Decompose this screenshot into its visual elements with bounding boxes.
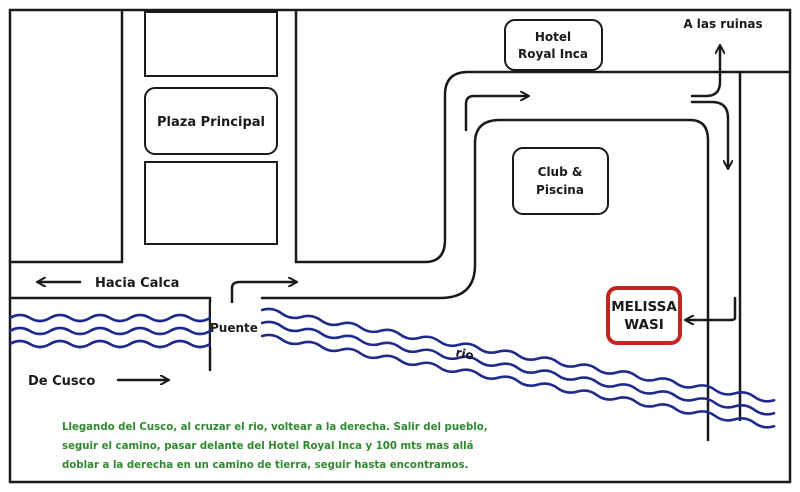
arrow-hotel-right (464, 96, 528, 132)
hotel-label-1: Hotel (535, 30, 571, 44)
hotel-box (504, 19, 603, 71)
ruinas-label: A las ruinas (683, 17, 762, 31)
arrow-down-road (690, 100, 728, 168)
directions-line-1: Llegando del Cusco, al cruzar el rio, vo… (62, 422, 488, 433)
plaza-label: Plaza Principal (157, 115, 265, 130)
bridge-gap (211, 303, 261, 347)
club-label-2: Piscina (536, 183, 584, 197)
directions-note: Llegando del Cusco, al cruzar el rio, vo… (62, 418, 562, 475)
town-roads (8, 10, 792, 442)
hacia-calca-label: Hacia Calca (95, 276, 179, 291)
club-label-1: Club & (538, 165, 583, 179)
arrow-puente-right (230, 282, 296, 318)
melissa-wasi-box (606, 286, 682, 345)
de-cusco-label: De Cusco (28, 374, 95, 389)
city-blocks (144, 11, 278, 245)
river (8, 307, 776, 429)
plaza-principal-box (144, 87, 278, 155)
map-frame (8, 8, 792, 484)
melissa-label-2: WASI (624, 317, 663, 333)
puente-label: Puente (210, 321, 258, 335)
club-box (512, 147, 609, 215)
arrow-to-melissa (686, 296, 737, 320)
directions-line-2: seguir el camino, pasar delante del Hote… (62, 441, 474, 452)
rio-label: rio (454, 345, 475, 362)
hotel-label-2: Royal Inca (518, 47, 588, 61)
directions-line-3: doblar a la derecha en un camino de tier… (62, 460, 469, 471)
melissa-label-1: MELISSA (611, 299, 677, 315)
arrow-ruinas-up (690, 46, 720, 98)
route-arrows (38, 46, 737, 380)
